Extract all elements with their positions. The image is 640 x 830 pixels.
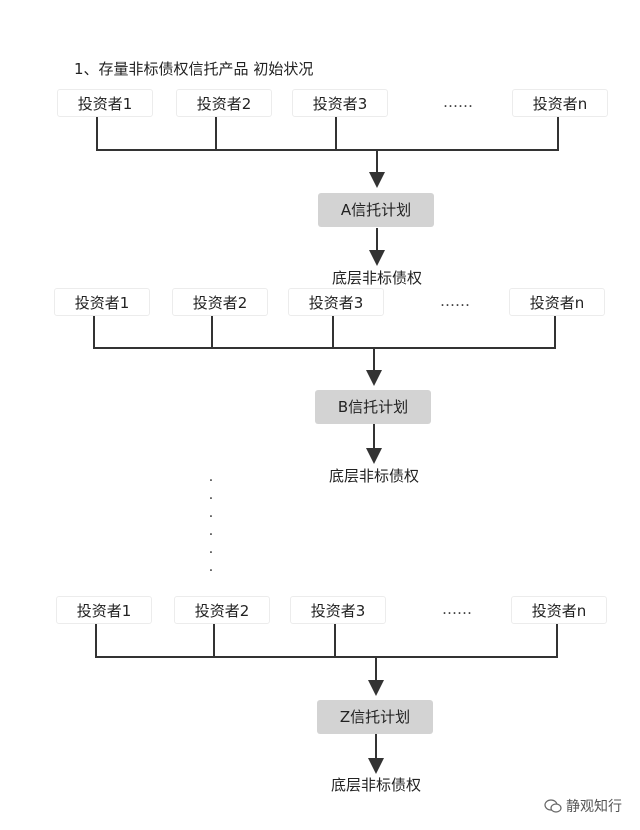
trust-plan-z: Z信托计划	[317, 700, 433, 734]
investor-2-box: 投资者2	[176, 89, 272, 117]
diagram-title: 1、存量非标债权信托产品 初始状况	[74, 60, 314, 78]
investor-n-box: 投资者n	[512, 89, 608, 117]
group-b-lines	[93, 316, 556, 464]
trust-plan-b: B信托计划	[315, 390, 431, 424]
underlying-debt-z: 底层非标债权	[330, 776, 421, 794]
investor-2-box: 投资者2	[174, 596, 270, 624]
vertical-ellipsis: ······	[208, 473, 214, 579]
wechat-icon	[544, 799, 562, 813]
investor-3-box: 投资者3	[290, 596, 386, 624]
investor-3-box: 投资者3	[292, 89, 388, 117]
investor-3-box: 投资者3	[288, 288, 384, 316]
trust-plan-a: A信托计划	[318, 193, 434, 227]
investor-ellipsis: ……	[440, 292, 470, 310]
group-z-lines	[95, 624, 558, 774]
watermark: 静观知行	[544, 796, 622, 816]
underlying-debt-a: 底层非标债权	[331, 269, 422, 287]
investor-1-box: 投资者1	[54, 288, 150, 316]
investor-1-box: 投资者1	[56, 596, 152, 624]
watermark-text: 静观知行	[566, 799, 622, 815]
investor-ellipsis: ……	[442, 600, 472, 618]
investor-n-box: 投资者n	[509, 288, 605, 316]
investor-1-box: 投资者1	[57, 89, 153, 117]
investor-n-box: 投资者n	[511, 596, 607, 624]
group-a-lines	[96, 117, 559, 266]
investor-2-box: 投资者2	[172, 288, 268, 316]
underlying-debt-b: 底层非标债权	[328, 467, 419, 485]
investor-ellipsis: ……	[443, 93, 473, 111]
